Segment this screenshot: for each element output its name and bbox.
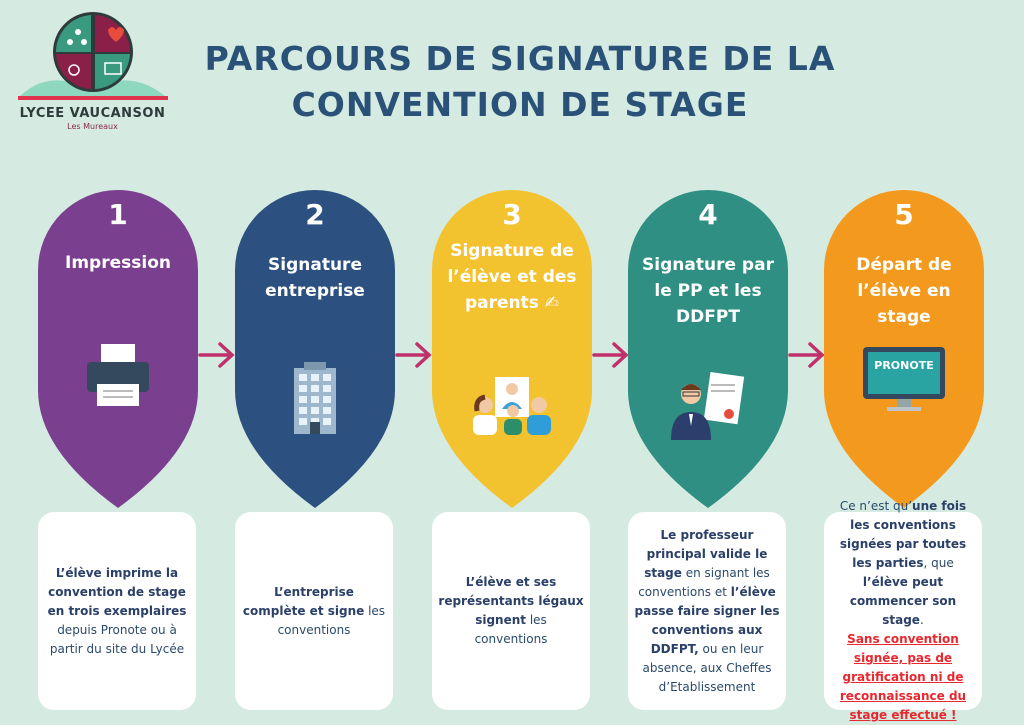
arrow-right-icon (198, 340, 236, 374)
step-2-description: L’entreprise complète et signe les conve… (235, 512, 393, 710)
description-bold-text: l’élève passe faire signer les conventio… (634, 584, 780, 656)
title-line-2: CONVENTION DE STAGE (291, 85, 749, 124)
step-label: Signature par le PP et les DDFPT (642, 255, 774, 327)
pronote-monitor-icon: PRONOTE (824, 345, 984, 419)
step-number: 5 (894, 198, 914, 231)
description-bold-text: L’entreprise complète et signe (242, 584, 365, 618)
arrow-right-icon (395, 340, 433, 374)
description-text: . (919, 613, 924, 627)
step-3: 3 Signature de l’élève et des parents ✍ (432, 190, 592, 510)
arrow-right-icon (592, 340, 630, 374)
step-number: 4 (698, 198, 718, 231)
step-3-description: L’élève et ses représentants légaux sign… (432, 512, 590, 710)
logo-subtitle: Les Mureaux (67, 122, 118, 131)
description-text: ou en leur absence, aux Cheffes d’Etabli… (642, 641, 772, 694)
teacher-certificate-icon (628, 370, 788, 444)
step-number: 2 (305, 198, 325, 231)
svg-text:PRONOTE: PRONOTE (874, 359, 933, 372)
description-bold-text: une fois les conventions signées par tou… (839, 499, 967, 570)
step-5: 5 Départ de l’élève en stage PRONOTE (824, 190, 984, 510)
step-5-description: Ce n’est qu’une fois les conventions sig… (824, 499, 982, 722)
family-icon (432, 375, 592, 439)
description-text: , que (923, 556, 954, 570)
description-bold-text: l’élève peut commencer son stage (849, 575, 957, 627)
logo-emblem-icon (18, 12, 168, 100)
step-label: Signature de l’élève et des parents ✍ (447, 241, 577, 313)
step-number: 3 (502, 198, 522, 231)
step-1: 1 Impression (38, 190, 198, 510)
description-bold-text: L’élève imprime la convention de stage e… (47, 565, 187, 618)
step-4: 4 Signature par le PP et les DDFPT (628, 190, 788, 510)
description-bold-text: Le professeur principal valide le stage (644, 527, 768, 580)
step-number: 1 (108, 198, 128, 231)
step-4-description: Le professeur principal valide le stage … (628, 512, 786, 710)
building-icon (235, 360, 395, 439)
arrow-right-icon (788, 340, 826, 374)
logo-name: LYCEE VAUCANSON (19, 106, 166, 121)
step-1-description: L’élève imprime la convention de stage e… (38, 512, 196, 710)
description-text: Ce n’est qu’ (839, 499, 913, 513)
step-drop-shape (235, 190, 395, 508)
printer-icon (38, 340, 198, 414)
title-line-1: PARCOURS DE SIGNATURE DE LA (204, 39, 836, 78)
description-text: les conventions (474, 613, 548, 646)
description-bold-text: L’élève et ses représentants légaux sign… (438, 575, 584, 627)
step-label: Impression (65, 253, 171, 273)
page-title: PARCOURS DE SIGNATURE DE LA CONVENTION D… (170, 36, 870, 128)
step-label: Départ de l’élève en stage (856, 255, 952, 327)
description-text: les conventions (277, 603, 386, 637)
description-text: en signant les conventions et (638, 565, 770, 599)
step-drop-shape (432, 190, 592, 508)
step-2: 2 Signature entreprise (235, 190, 395, 510)
description-text: depuis Pronote ou à partir du site du Ly… (49, 622, 185, 656)
step-drop-shape (628, 190, 788, 508)
school-logo: LYCEE VAUCANSON Les Mureaux (10, 8, 175, 138)
warning-text: Sans convention signée, pas de gratifica… (839, 632, 967, 722)
step-label: Signature entreprise (265, 255, 365, 301)
